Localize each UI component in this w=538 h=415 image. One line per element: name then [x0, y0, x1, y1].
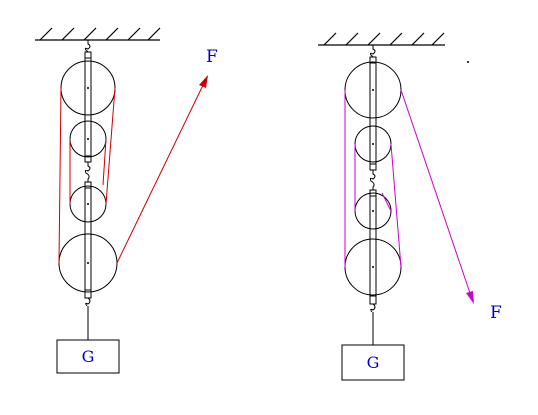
left-middle-hook — [84, 162, 91, 182]
left-force-arrowhead — [199, 75, 208, 88]
left-ceiling — [35, 27, 161, 41]
right-rope — [344, 89, 472, 297]
left-weight-label: G — [82, 347, 95, 366]
right-pulley-system: G F — [318, 32, 502, 381]
right-force-label: F — [490, 303, 502, 323]
right-lower-frame — [369, 189, 377, 305]
left-upper-frame — [84, 51, 92, 163]
right-force-arrowhead — [466, 291, 474, 304]
left-weight-box — [56, 339, 120, 374]
right-top-hook — [369, 45, 376, 58]
left-force-label: F — [206, 47, 218, 67]
stray-dot — [467, 61, 469, 63]
right-middle-hook — [369, 170, 376, 190]
right-bottom-hook — [370, 303, 376, 313]
left-bottom-hook — [85, 297, 91, 307]
right-ceiling — [318, 32, 445, 46]
left-top-hook — [84, 40, 91, 53]
right-weight-label: G — [367, 353, 380, 372]
right-upper-frame — [369, 56, 377, 171]
left-rope — [58, 80, 206, 264]
right-weight-box — [341, 344, 405, 381]
left-pulley-system: G F — [35, 27, 218, 374]
left-lower-frame — [84, 181, 92, 299]
